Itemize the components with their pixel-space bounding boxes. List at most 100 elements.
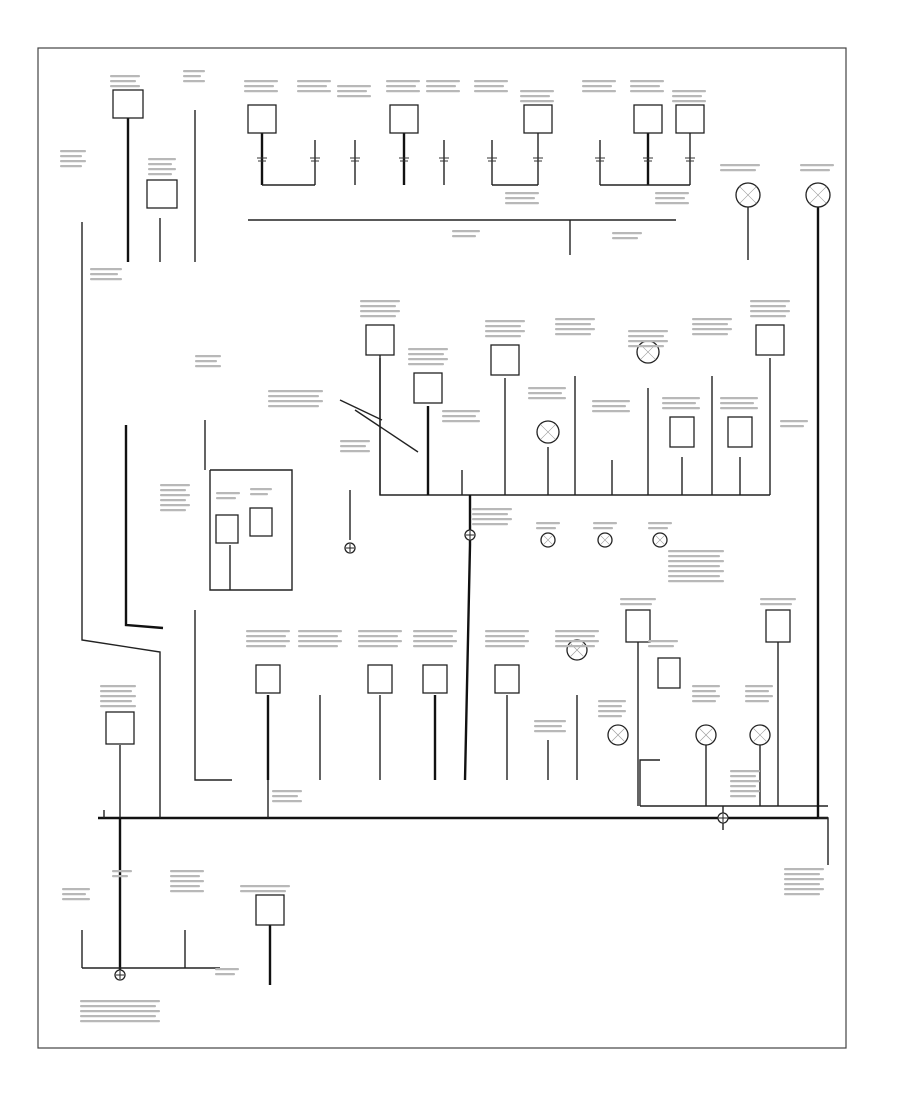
unreadable-label-116 — [340, 445, 366, 448]
unreadable-label-51 — [655, 192, 689, 195]
unreadable-label-59 — [720, 169, 756, 172]
connector-8 — [399, 157, 409, 162]
unreadable-label-69 — [360, 305, 396, 308]
unreadable-label-133 — [472, 508, 512, 511]
ground-mark-1 — [719, 814, 727, 822]
unreadable-label-179 — [760, 598, 796, 601]
unreadable-label-65 — [784, 883, 820, 886]
unreadable-label-109 — [720, 402, 754, 405]
unreadable-label-221 — [80, 1000, 160, 1003]
diagram-frame — [37, 47, 847, 1049]
unreadable-label-53 — [655, 202, 689, 205]
lamp-filament-41 — [610, 727, 626, 743]
unreadable-label-112 — [268, 395, 319, 398]
unreadable-label-110 — [720, 407, 758, 410]
unreadable-label-114 — [268, 405, 319, 408]
unreadable-label-207 — [100, 700, 132, 703]
unreadable-label-139 — [593, 522, 617, 525]
unreadable-label-78 — [485, 330, 525, 333]
unreadable-label-54 — [452, 230, 480, 233]
unreadable-label-128 — [160, 504, 190, 507]
unreadable-label-193 — [745, 695, 773, 698]
unreadable-label-107 — [662, 407, 700, 410]
component-box-7 — [389, 104, 419, 134]
unreadable-label-48 — [505, 192, 539, 195]
component-box-29 — [249, 507, 273, 537]
unreadable-label-23 — [297, 90, 331, 93]
unreadable-label-145 — [668, 560, 724, 563]
unreadable-label-10 — [60, 160, 86, 163]
unreadable-label-29 — [386, 90, 420, 93]
unreadable-label-57 — [612, 237, 638, 240]
unreadable-label-32 — [426, 90, 460, 93]
unreadable-label-138 — [536, 527, 556, 530]
unreadable-label-163 — [413, 635, 453, 638]
unreadable-label-170 — [555, 630, 599, 633]
unreadable-label-60 — [800, 164, 834, 167]
unreadable-label-164 — [413, 640, 457, 643]
unreadable-label-224 — [80, 1015, 156, 1018]
wire-58 — [639, 759, 660, 806]
component-box-22 — [490, 344, 520, 376]
unreadable-label-36 — [520, 90, 554, 93]
component-box-1 — [112, 89, 144, 119]
unreadable-label-100 — [528, 392, 562, 395]
component-box-24 — [755, 324, 785, 356]
unreadable-label-103 — [592, 405, 626, 408]
unreadable-label-28 — [386, 85, 416, 88]
unreadable-label-56 — [612, 232, 642, 235]
unreadable-label-70 — [360, 310, 400, 313]
unreadable-label-97 — [442, 415, 476, 418]
unreadable-label-81 — [555, 323, 591, 326]
unreadable-label-77 — [485, 325, 521, 328]
component-box-33 — [255, 664, 281, 694]
unreadable-label-127 — [160, 499, 186, 502]
unreadable-label-85 — [628, 335, 664, 338]
unreadable-label-68 — [360, 300, 400, 303]
unreadable-label-8 — [60, 150, 86, 153]
unreadable-label-3 — [110, 85, 140, 88]
unreadable-label-50 — [505, 202, 539, 205]
unreadable-label-67 — [784, 893, 820, 896]
unreadable-label-198 — [730, 785, 756, 788]
unreadable-label-162 — [413, 630, 457, 633]
unreadable-label-204 — [100, 685, 136, 688]
unreadable-label-217 — [240, 885, 290, 888]
ground-mark-3 — [466, 531, 474, 539]
unreadable-label-91 — [692, 333, 728, 336]
unreadable-label-18 — [244, 80, 278, 83]
unreadable-label-115 — [340, 440, 370, 443]
unreadable-label-126 — [160, 494, 190, 497]
unreadable-label-21 — [297, 80, 331, 83]
unreadable-label-172 — [555, 640, 599, 643]
unreadable-label-136 — [472, 523, 508, 526]
unreadable-label-1 — [110, 75, 140, 78]
unreadable-label-183 — [598, 700, 626, 703]
unreadable-label-173 — [555, 645, 595, 648]
unreadable-label-200 — [730, 795, 756, 798]
unreadable-label-189 — [692, 695, 720, 698]
unreadable-label-24 — [337, 85, 371, 88]
component-box-16 — [675, 104, 705, 134]
component-box-40 — [657, 657, 681, 689]
unreadable-label-105 — [662, 397, 700, 400]
unreadable-label-134 — [472, 513, 508, 516]
component-box-28 — [215, 514, 239, 544]
component-box-39 — [765, 609, 791, 643]
unreadable-label-223 — [80, 1010, 160, 1013]
unreadable-label-20 — [244, 90, 278, 93]
unreadable-label-64 — [784, 878, 824, 881]
unreadable-label-7 — [148, 173, 172, 176]
unreadable-label-95 — [750, 315, 786, 318]
unreadable-label-19 — [244, 85, 274, 88]
connector-4 — [257, 157, 267, 162]
unreadable-label-26 — [337, 95, 371, 98]
connector-15 — [643, 157, 653, 162]
unreadable-label-33 — [474, 80, 508, 83]
unreadable-label-101 — [528, 397, 566, 400]
unreadable-label-192 — [745, 690, 769, 693]
unreadable-label-94 — [750, 310, 790, 313]
unreadable-label-213 — [170, 875, 200, 878]
unreadable-label-222 — [80, 1005, 156, 1008]
